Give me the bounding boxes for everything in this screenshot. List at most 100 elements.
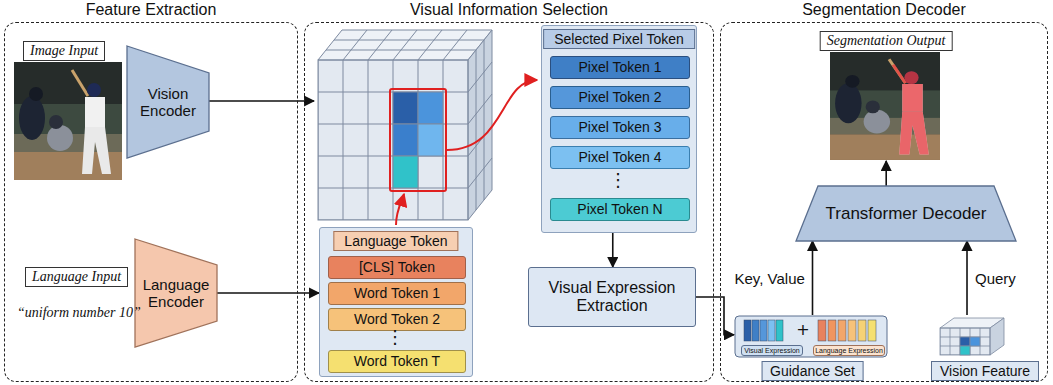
- grid-top-face: [318, 30, 492, 60]
- connector-arrow: [696, 297, 734, 335]
- transformer-decoder: Transformer Decoder: [796, 186, 1016, 241]
- vision-encoder: Vision Encoder: [127, 46, 209, 158]
- section-title: Segmentation Decoder: [721, 1, 1047, 19]
- grid-line: [343, 30, 367, 60]
- guidance-set: Guidance Set Visual Expression Language Ex…: [734, 315, 891, 381]
- grid-line: [476, 50, 477, 210]
- edge-label: Query: [973, 270, 1018, 287]
- mini-label: Visual Expression: [741, 345, 803, 356]
- node-text: [CLS] Token: [359, 259, 435, 275]
- token-box: Pixel Token N: [550, 198, 690, 221]
- input-label: Language Input: [25, 267, 128, 287]
- token-box: Pixel Token 4: [550, 146, 690, 169]
- expression-bar: [752, 320, 759, 341]
- selected-cell: [960, 346, 970, 355]
- section-panel: Visual Information SelectionLanguage Tok…: [304, 22, 714, 382]
- section-title: Visual Information Selection: [305, 1, 713, 19]
- grid-side-face: [468, 30, 492, 220]
- node-text: Pixel Token 1: [578, 59, 661, 75]
- ellipsis: ⋮: [609, 171, 627, 189]
- node-text: Word Token 1: [354, 285, 440, 301]
- token-box: Pixel Token 1: [550, 56, 690, 79]
- node-text: Pixel Token 4: [578, 149, 661, 165]
- selected-cell: [418, 92, 443, 124]
- grid-line: [484, 40, 485, 200]
- trapezoid-outline: [135, 239, 217, 347]
- guidance-illustration: [735, 316, 887, 357]
- section-panel: Segmentation DecoderSegmentation OutputT…: [720, 22, 1048, 382]
- grid-front-face: [940, 328, 990, 355]
- process-box: Visual Expression Extraction: [528, 267, 696, 327]
- input-text: “uniform number 10”: [17, 305, 141, 321]
- expression-bar: [768, 320, 775, 341]
- grid-line: [468, 62, 492, 92]
- trapezoid-outline: [796, 186, 1016, 241]
- node-text: Word Token 2: [354, 311, 440, 327]
- token-box: Word Token 1: [328, 282, 466, 305]
- token-box: Word Token T: [328, 350, 466, 373]
- set-label: Vision Feature: [931, 361, 1039, 381]
- expression-bar: [760, 320, 767, 341]
- selected-cell: [393, 92, 418, 124]
- input-photo: [14, 62, 122, 180]
- node-text: Pixel Token 3: [578, 119, 661, 135]
- expression-bar: [818, 320, 826, 341]
- token-box: Pixel Token 3: [550, 116, 690, 139]
- selection-box: [390, 89, 446, 191]
- plus-sign: +: [796, 322, 809, 338]
- group-header: Language Token: [333, 231, 458, 251]
- expression-bar: [828, 320, 836, 341]
- selected-cell: [418, 124, 443, 156]
- node-text: Pixel Token N: [577, 201, 662, 217]
- output-photo: [830, 52, 940, 160]
- guidance-panel: [735, 316, 887, 357]
- selected-cell: [393, 156, 418, 188]
- expression-bar: [776, 320, 783, 341]
- node-text: Language Expression: [815, 347, 883, 354]
- ellipsis: ⋮: [386, 328, 404, 346]
- mask-part: [893, 65, 905, 83]
- selected-cell: [970, 337, 980, 346]
- set-label: Guidance Set: [761, 361, 864, 381]
- node-text: Word Token T: [354, 353, 440, 369]
- segmentation-mask: [893, 65, 929, 155]
- grid-line: [443, 30, 467, 60]
- selection-arrow: [396, 194, 404, 225]
- grid-line: [368, 30, 392, 60]
- selection-arrow: [447, 80, 537, 150]
- expression-bar: [838, 320, 846, 341]
- language-input: Language Input“uniform number 10”: [17, 267, 135, 331]
- mask-part: [904, 71, 918, 84]
- trapezoid-outline: [127, 46, 209, 158]
- section-panel: Feature ExtractionImage InputVision Enco…: [4, 22, 298, 382]
- token-group: Language Token [CLS] TokenWord Token 1 Wor…: [319, 227, 473, 377]
- feature-grid: [318, 30, 492, 220]
- input-label: Image Input: [23, 41, 105, 61]
- node-text: Pixel Token 2: [578, 89, 661, 105]
- grid-line: [326, 50, 476, 51]
- token-box: [CLS] Token: [328, 256, 466, 279]
- selected-cell: [393, 124, 418, 156]
- image-input: Image Input: [15, 41, 125, 183]
- mini-label: Language Expression: [813, 345, 885, 356]
- language-encoder: Language Encoder: [135, 239, 217, 347]
- vision-feature: Vision Feature: [933, 315, 1037, 381]
- node-text: Visual Expression Extraction: [529, 279, 695, 316]
- expression-bar: [848, 320, 856, 341]
- node-text: Visual Expression: [744, 347, 800, 354]
- mask-part: [902, 84, 922, 111]
- vision-feature-grid: [940, 318, 1004, 355]
- selected-cell: [960, 337, 970, 346]
- segmentation-output: Segmentation Output: [831, 31, 941, 161]
- expression-bar: [744, 320, 751, 341]
- grid-line: [418, 30, 442, 60]
- grid-front-face: [318, 60, 468, 220]
- section-title: Feature Extraction: [5, 1, 297, 19]
- expression-bar: [858, 320, 866, 341]
- grid-line: [393, 30, 417, 60]
- token-box: Pixel Token 2: [550, 86, 690, 109]
- grid-line: [468, 158, 492, 188]
- node-text: Language Encoder: [139, 276, 213, 311]
- grid-side-face: [990, 318, 1004, 355]
- node-text: Vision Encoder: [131, 85, 205, 120]
